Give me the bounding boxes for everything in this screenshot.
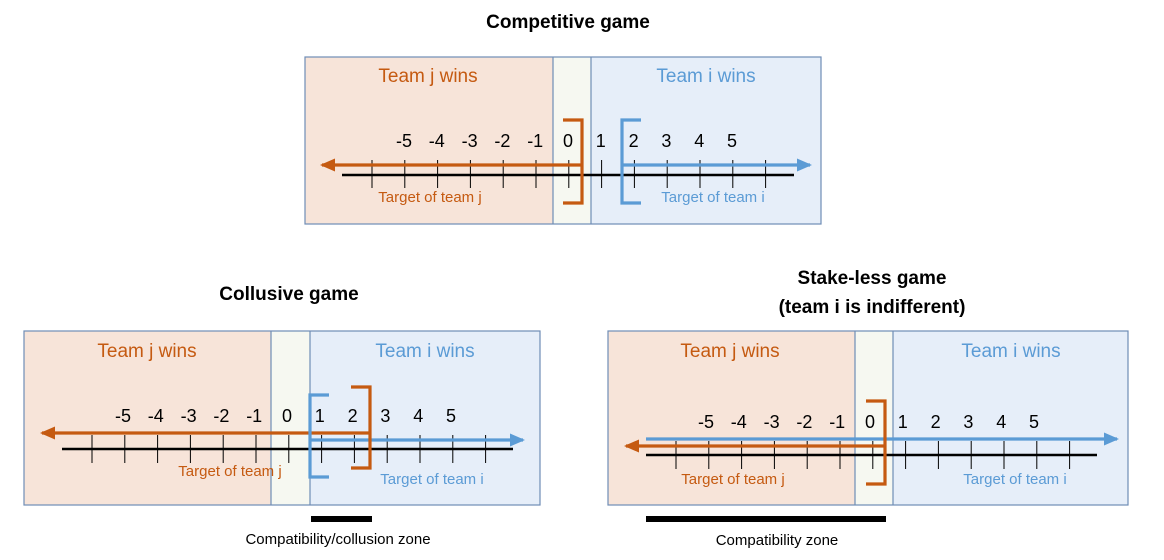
number-label: 0 <box>282 406 292 426</box>
team-i-arrow-head <box>1104 432 1119 446</box>
team-j-arrow <box>320 158 582 172</box>
team-j-bracket <box>351 385 372 470</box>
neutral-region <box>553 57 591 224</box>
number-label: -4 <box>429 131 445 151</box>
number-label: -1 <box>527 131 543 151</box>
number-label: -5 <box>396 131 412 151</box>
panel-title: Collusive game <box>219 284 358 305</box>
number-label: 1 <box>315 406 325 426</box>
team-i-wins-label: Team i wins <box>961 341 1060 362</box>
number-label: 2 <box>348 406 358 426</box>
team-j-wins-label: Team j wins <box>97 341 196 362</box>
number-label: 4 <box>694 131 704 151</box>
number-label: -5 <box>115 406 131 426</box>
panel-title: Competitive game <box>486 12 650 33</box>
target-team-i-label: Target of team i <box>963 471 1066 488</box>
number-label: -1 <box>246 406 262 426</box>
number-label: 1 <box>898 412 908 432</box>
neutral-region <box>271 331 310 505</box>
panel-stakeless: Stake-less game (team i is indifferent) Te… <box>607 268 1129 549</box>
team-i-region <box>310 331 540 505</box>
team-i-wins-label: Team i wins <box>656 66 755 87</box>
number-label: -4 <box>148 406 164 426</box>
team-j-wins-label: Team j wins <box>680 341 779 362</box>
panel-title: Stake-less game <box>798 268 947 289</box>
team-i-wins-label: Team i wins <box>375 341 474 362</box>
number-label: 0 <box>563 131 573 151</box>
number-label: -5 <box>698 412 714 432</box>
team-i-arrow <box>622 158 812 172</box>
number-label: -3 <box>181 406 197 426</box>
number-label: 3 <box>963 412 973 432</box>
number-label: 5 <box>727 131 737 151</box>
number-label: -2 <box>494 131 510 151</box>
team-i-region <box>591 57 821 224</box>
number-label: 1 <box>596 131 606 151</box>
team-i-arrow-head <box>797 158 812 172</box>
number-label: -3 <box>462 131 478 151</box>
team-j-arrow-head <box>40 426 55 440</box>
number-label: 2 <box>629 131 639 151</box>
number-label: -3 <box>764 412 780 432</box>
target-team-j-label: Target of team j <box>178 463 281 480</box>
team-i-arrow <box>310 433 525 447</box>
target-team-i-label: Target of team i <box>661 189 764 206</box>
team-j-arrow <box>624 439 885 453</box>
team-j-region <box>24 331 271 505</box>
team-j-arrow-head <box>624 439 639 453</box>
number-label: 2 <box>931 412 941 432</box>
team-i-arrow <box>646 432 1119 446</box>
team-j-arrow-head <box>320 158 335 172</box>
target-team-j-label: Target of team j <box>681 471 784 488</box>
target-team-j-label: Target of team j <box>378 189 481 206</box>
team-i-region <box>893 331 1128 505</box>
team-i-bracket <box>620 118 641 205</box>
neutral-region <box>855 331 893 505</box>
number-label: -2 <box>213 406 229 426</box>
team-j-region <box>305 57 553 224</box>
number-label: 4 <box>996 412 1006 432</box>
number-label: 0 <box>865 412 875 432</box>
team-j-bracket <box>563 118 584 205</box>
number-label: 5 <box>446 406 456 426</box>
number-label: 5 <box>1029 412 1039 432</box>
compatibility-zone-label: Compatibility/collusion zone <box>245 531 430 548</box>
panel-border <box>304 56 822 225</box>
team-j-arrow <box>40 426 370 440</box>
number-label: -2 <box>796 412 812 432</box>
team-i-bracket <box>308 393 329 479</box>
compatibility-zone-label: Compatibility zone <box>716 532 839 549</box>
team-j-region <box>608 331 855 505</box>
team-i-arrow-head <box>510 433 525 447</box>
panel-subtitle: (team i is indifferent) <box>779 297 966 318</box>
team-j-bracket <box>866 399 887 486</box>
number-label: 3 <box>661 131 671 151</box>
panel-border <box>607 330 1129 506</box>
number-label: -4 <box>731 412 747 432</box>
number-label: 4 <box>413 406 423 426</box>
target-team-i-label: Target of team i <box>380 471 483 488</box>
team-j-wins-label: Team j wins <box>378 66 477 87</box>
number-label: 3 <box>380 406 390 426</box>
panel-border <box>23 330 541 506</box>
number-label: -1 <box>829 412 845 432</box>
